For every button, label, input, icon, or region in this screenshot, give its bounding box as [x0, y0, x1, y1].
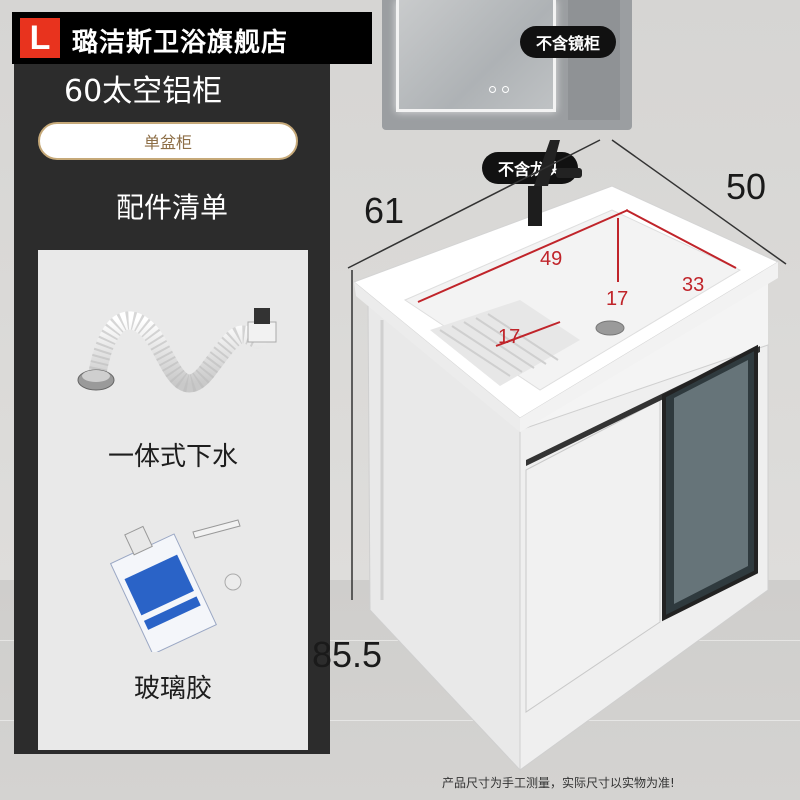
- height-dimension: 85.5: [312, 634, 383, 675]
- no-faucet-badge: 不含龙头: [482, 152, 579, 184]
- brand-name: 璐洁斯卫浴旗舰店: [72, 28, 289, 58]
- drain-pipe-icon: [77, 308, 277, 393]
- washboard-dimension: 17: [498, 326, 521, 348]
- product-title: 60太空铝柜: [64, 74, 223, 109]
- accessory-list: 一体式下水 玻璃胶: [38, 250, 308, 750]
- variant-label: 单盆柜: [143, 133, 192, 152]
- accessory-list-title: 配件清单: [115, 191, 228, 224]
- basin-width-dimension: 49: [540, 248, 563, 270]
- variant-pill[interactable]: 单盆柜: [38, 122, 298, 160]
- width-dimension: 61: [364, 190, 405, 231]
- accessory-label-drain: 一体式下水: [107, 442, 238, 472]
- mirror-shelf: [568, 0, 620, 120]
- depth-dimension: 50: [726, 166, 767, 207]
- mirror-touch-buttons: [489, 86, 509, 93]
- basin-height-dimension: 17: [606, 288, 629, 310]
- accessory-label-glue: 玻璃胶: [133, 674, 212, 704]
- no-mirror-badge: 不含镜柜: [520, 26, 617, 58]
- info-panel: 60太空铝柜 单盆柜 配件清单 一体式下水: [14, 64, 330, 754]
- glass-glue-icon: [109, 519, 242, 652]
- mirror-cabinet: [382, 0, 632, 130]
- brand-logo: L: [20, 18, 60, 58]
- basin-depth-dimension: 33: [682, 274, 705, 296]
- brand-banner: L 璐洁斯卫浴旗舰店: [12, 12, 372, 64]
- brand-logo-letter: L: [29, 19, 51, 57]
- measurement-footnote: 产品尺寸为手工测量，实际尺寸以实物为准!: [442, 776, 675, 790]
